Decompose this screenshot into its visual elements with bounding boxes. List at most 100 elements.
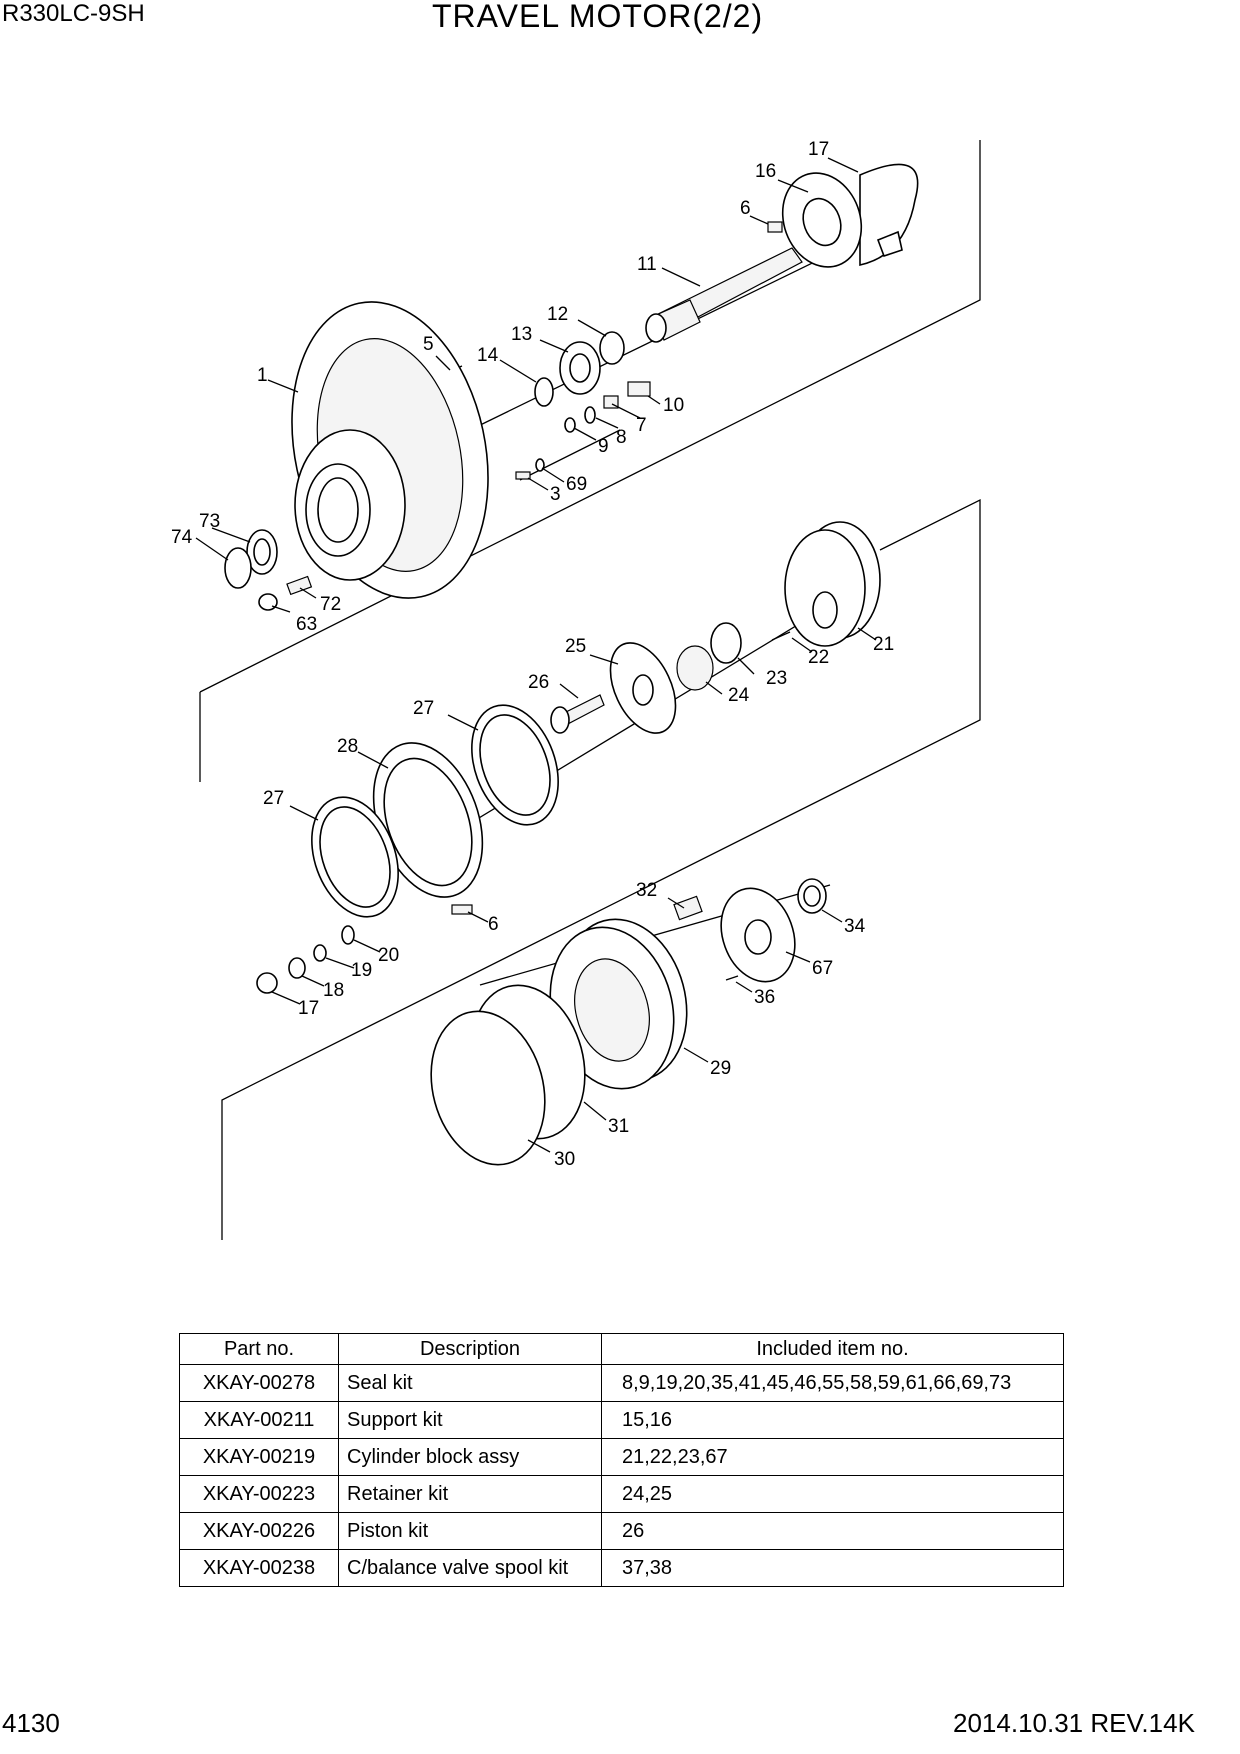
exploded-view-diagram: 17 16 6 11 12 13 14 5 1 10 7 8 9 69 3 73… (171, 139, 981, 1240)
plate-part-67 (720, 887, 796, 983)
nut-part-63 (258, 593, 278, 611)
spring-part-32 (673, 895, 703, 921)
spring-part-72 (286, 575, 313, 596)
callout-63: 63 (296, 614, 317, 635)
callout-67: 67 (812, 958, 833, 979)
upper-axis-2 (519, 429, 621, 481)
pin-part-5 (767, 221, 783, 233)
bearing-part-34 (797, 878, 827, 914)
callout-6: 6 (488, 914, 499, 935)
plug-part-18 (288, 957, 306, 979)
callout-10: 10 (663, 395, 684, 416)
table-row: XKAY-00211 Support kit 15,16 (179, 1401, 1064, 1439)
callout-17: 17 (298, 998, 319, 1019)
callout-16: 17 (808, 139, 829, 160)
o-ring-part-19 (313, 944, 327, 962)
callout-25: 25 (565, 636, 586, 657)
callout-27: 27 (413, 698, 434, 719)
callout-1: 1 (257, 365, 268, 386)
cylinder-block-part-21 (784, 521, 881, 647)
callout-28: 28 (337, 736, 358, 757)
pin-part-22 (771, 631, 791, 641)
bearing-part-13 (559, 341, 601, 395)
snap-ring-part-14 (534, 377, 554, 407)
o-ring-part-8 (584, 406, 596, 424)
part-no-cell: XKAY-00226 (179, 1512, 339, 1550)
plate-part-28 (372, 742, 484, 898)
header-description: Description (338, 1333, 602, 1365)
callout-18: 18 (323, 980, 344, 1001)
callout-21: 21 (873, 634, 894, 655)
callout-15: 16 (755, 161, 776, 182)
o-ring-part-30 (430, 1010, 546, 1166)
callout-7: 7 (636, 415, 647, 436)
page-title: TRAVEL MOTOR(2/2) (432, 0, 764, 34)
description-cell: Retainer kit (338, 1475, 602, 1513)
callout-74: 74 (171, 527, 193, 548)
friction-plate-part-27-upper (471, 704, 559, 826)
callout-8: 8 (616, 427, 627, 448)
callout-9: 9 (598, 436, 609, 457)
table-row: XKAY-00238 C/balance valve spool kit 37,… (179, 1549, 1064, 1587)
seal-part-73 (246, 529, 278, 575)
table-row: XKAY-00223 Retainer kit 24,25 (179, 1475, 1064, 1513)
description-cell: Piston kit (338, 1512, 602, 1550)
included-items-cell: 24,25 (601, 1475, 1064, 1513)
callout-23: 23 (766, 668, 787, 689)
part-no-cell: XKAY-00211 (179, 1401, 339, 1439)
callout-32: 32 (636, 880, 657, 901)
callout-31: 31 (608, 1116, 629, 1137)
pin-part-36 (725, 975, 739, 981)
piston-part-26 (550, 694, 605, 734)
part-no-cell: XKAY-00278 (179, 1364, 339, 1402)
support-part-16 (859, 163, 919, 266)
callout-11: 11 (637, 254, 657, 275)
part-no-cell: XKAY-00219 (179, 1438, 339, 1476)
lower-panel-frame (199, 498, 981, 1240)
included-items-cell: 15,16 (601, 1401, 1064, 1439)
callout-5: 6 (740, 198, 751, 219)
ring-part-12 (599, 331, 625, 365)
retainer-part-24 (676, 645, 714, 691)
callout-69: 69 (566, 474, 587, 495)
callout-14: 14 (477, 345, 499, 366)
shaft-part-11 (645, 247, 803, 343)
callout-13: 13 (511, 324, 532, 345)
description-cell: Cylinder block assy (338, 1438, 602, 1476)
callout-30: 30 (554, 1149, 575, 1170)
flange-part-15 (781, 172, 863, 268)
kit-table: Part no. Description Included item no. X… (179, 1333, 1064, 1587)
housing-part-1 (291, 301, 489, 599)
header-part-no: Part no. (179, 1333, 339, 1365)
callout-36: 36 (754, 987, 775, 1008)
revision-label: 2014.10.31 REV.14K (953, 1708, 1195, 1738)
o-ring-part-9 (564, 417, 576, 433)
callout-26: 26 (528, 672, 549, 693)
included-items-cell: 26 (601, 1512, 1064, 1550)
table-row: XKAY-00226 Piston kit 26 (179, 1512, 1064, 1550)
o-ring-part-20 (341, 925, 355, 945)
leader-lines (195, 157, 877, 1153)
table-row: XKAY-00219 Cylinder block assy 21,22,23,… (179, 1438, 1064, 1476)
table-row: XKAY-00278 Seal kit 8,9,19,20,35,41,45,4… (179, 1364, 1064, 1402)
pin-part-6 (451, 904, 473, 915)
plug-part-3 (515, 471, 531, 480)
retainer-plate-part-25 (609, 642, 677, 734)
plug-part-10 (627, 381, 651, 397)
snap-ring-part-74 (224, 547, 252, 589)
kit-table-header-row: Part no. Description Included item no. (179, 1333, 1064, 1365)
description-cell: C/balance valve spool kit (338, 1549, 602, 1587)
callout-4: 5 (423, 334, 434, 355)
included-items-cell: 8,9,19,20,35,41,45,46,55,58,59,61,66,69,… (601, 1364, 1064, 1402)
page-number: 4130 (2, 1708, 60, 1738)
callout-24: 24 (728, 685, 750, 706)
included-items-cell: 37,38 (601, 1549, 1064, 1587)
friction-plate-part-27-lower (311, 796, 399, 918)
part-no-cell: XKAY-00238 (179, 1549, 339, 1587)
callout-73: 73 (199, 511, 220, 532)
callout-20: 20 (378, 945, 399, 966)
ring-part-23 (710, 622, 742, 664)
header-included-items: Included item no. (601, 1333, 1064, 1365)
callout-72: 72 (320, 594, 341, 615)
callout-19: 19 (351, 960, 372, 981)
